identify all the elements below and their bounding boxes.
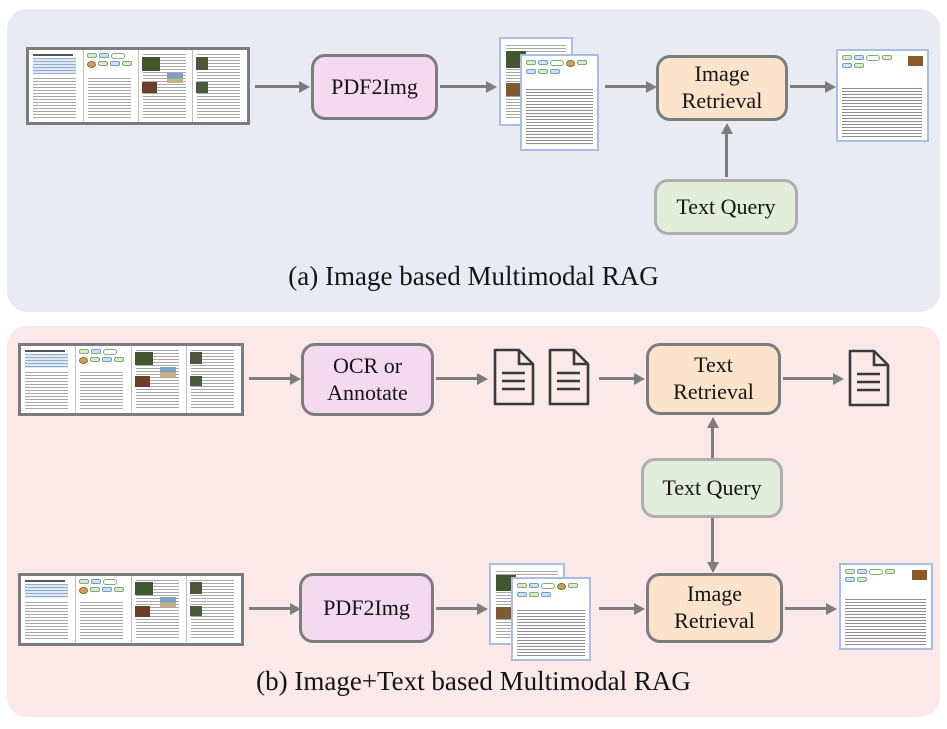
pdf-pages-strip-text-flow	[18, 343, 244, 416]
photo-thumbnail	[196, 82, 209, 93]
image-retrieval-label: Image Retrieval	[674, 581, 755, 633]
page-image-stack	[489, 563, 591, 662]
arrow-image-retrieval-to-result	[785, 607, 827, 610]
pdf-page-1	[21, 576, 77, 643]
pdf-page-2	[76, 576, 132, 643]
panel-b-caption: (b) Image+Text based Multimodal RAG	[256, 666, 691, 696]
text-query-node: Text Query	[654, 179, 798, 235]
photo-thumbnail	[159, 597, 176, 607]
retrieved-text-document-icon	[846, 349, 892, 412]
image-retrieval-node: Image Retrieval	[646, 573, 783, 643]
pdf-page-2	[83, 50, 139, 122]
photo-thumbnail	[189, 376, 202, 386]
photo-thumbnail	[141, 82, 157, 93]
photo-thumbnail	[134, 352, 153, 365]
ocr-annotate-label: OCR or Annotate	[327, 352, 408, 405]
arrow-texts-to-text-retrieval	[599, 377, 635, 380]
image-retrieval-node: Image Retrieval	[656, 55, 788, 121]
arrow-pdf2img-to-images	[436, 607, 478, 610]
photo-thumbnail	[134, 606, 150, 617]
pdf-page-3	[138, 50, 194, 122]
image-retrieval-label: Image Retrieval	[681, 61, 763, 113]
text-query-label: Text Query	[676, 193, 776, 219]
photo-thumbnail	[912, 570, 927, 580]
arrow-query-to-text-retrieval	[711, 427, 714, 458]
pdf2img-node: PDF2Img	[299, 573, 434, 643]
arrow-text-retrieval-to-result	[783, 377, 834, 380]
pdf-page-3	[131, 576, 187, 643]
text-query-label: Text Query	[662, 474, 762, 500]
arrow-query-to-image-retrieval	[725, 133, 728, 177]
pdf-page-1	[29, 50, 84, 122]
page-image-front	[511, 577, 591, 661]
pdf-page-3	[131, 346, 187, 413]
photo-thumbnail	[134, 376, 150, 387]
arrow-images-to-image-retrieval	[599, 607, 635, 610]
pdf-page-2	[76, 346, 132, 413]
retrieved-page-image	[839, 563, 933, 650]
text-document-icon	[491, 348, 537, 411]
text-retrieval-node: Text Retrieval	[646, 343, 781, 415]
panel-a-caption: (a) Image based Multimodal RAG	[288, 261, 659, 291]
photo-thumbnail	[196, 57, 209, 70]
arrow-pdf2img-to-images	[440, 85, 487, 88]
arrow-query-to-image-retrieval	[711, 518, 714, 563]
arrow-retrieval-to-result	[790, 85, 826, 88]
ocr-annotate-node: OCR or Annotate	[301, 343, 434, 416]
panel-a: PDF2Img Image Retrieval	[7, 9, 940, 312]
photo-thumbnail	[189, 606, 202, 616]
retrieved-page-image	[836, 49, 929, 142]
text-retrieval-label: Text Retrieval	[673, 352, 754, 404]
text-query-node: Text Query	[641, 458, 783, 518]
photo-thumbnail	[134, 582, 153, 595]
pdf-page-4	[186, 346, 241, 413]
pdf-pages-strip	[26, 47, 250, 125]
text-document-icon	[546, 348, 592, 411]
arrow-images-to-retrieval	[605, 85, 647, 88]
photo-thumbnail	[166, 73, 183, 83]
page-image-front	[520, 54, 599, 151]
pdf2img-node: PDF2Img	[311, 54, 438, 120]
photo-thumbnail	[141, 57, 160, 71]
photo-thumbnail	[189, 352, 202, 364]
pdf-page-1	[21, 346, 77, 413]
arrow-strip-to-ocr	[249, 377, 291, 380]
photo-thumbnail	[189, 582, 202, 594]
pdf2img-label: PDF2Img	[323, 594, 410, 620]
arrow-ocr-to-texts	[436, 377, 478, 380]
pdf-page-4	[193, 50, 247, 122]
page-image-stack	[499, 37, 599, 151]
photo-thumbnail	[908, 56, 923, 66]
photo-thumbnail	[159, 367, 176, 377]
arrow-strip-to-pdf2img	[255, 85, 300, 88]
pdf-pages-strip-image-flow	[18, 573, 244, 646]
panel-b: OCR or Annotate Text Retrie	[7, 326, 940, 717]
pdf2img-label: PDF2Img	[331, 73, 418, 99]
arrow-strip-to-pdf2img	[249, 607, 291, 610]
pdf-page-4	[186, 576, 241, 643]
